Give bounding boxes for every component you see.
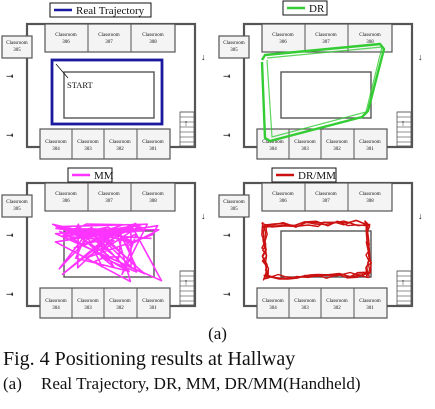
legend-label: DR/MM (298, 170, 336, 182)
side-room-block (218, 35, 250, 59)
stairs-right-box (396, 111, 412, 147)
top-rooms-block (44, 182, 176, 212)
trajectory-drmm (261, 219, 371, 280)
figure-caption-title: Fig. 4 Positioning results at Hallway (3, 348, 296, 370)
stair-up-arrow-icon: ↑ (184, 277, 189, 287)
bottom-rooms-block (39, 128, 171, 160)
bottom-rooms-block (256, 128, 388, 160)
top-rooms-block (44, 23, 176, 53)
entrance-arrow-icon: ⇥ (6, 130, 14, 140)
bottom-rooms-block (256, 287, 388, 319)
start-pointer (55, 63, 69, 79)
stair-up-arrow-icon: ↑ (401, 277, 406, 287)
stair-up-arrow-icon: ↑ (401, 118, 406, 128)
legend-box (271, 167, 337, 183)
stair-up-arrow-icon: ↑ (184, 118, 189, 128)
side-room-block (218, 194, 250, 218)
legend-label: Real Trajectory (76, 5, 145, 17)
entrance-arrow-icon: ⇥ (223, 130, 231, 140)
legend-label: MM (94, 170, 114, 182)
subfigure-label: (a) (208, 324, 227, 343)
inner-courtyard (280, 71, 372, 119)
trajectory-real (50, 58, 164, 126)
entrance-arrow-icon: ⇥ (223, 230, 231, 240)
inner-courtyard (63, 71, 155, 119)
trajectory-drmm (261, 219, 371, 280)
trajectory-mm (51, 222, 163, 283)
entrance-arrow-icon: ⇥ (6, 289, 14, 299)
caption-item-text: Real Trajectory, DR, MM, DR/MM(Handheld) (41, 374, 361, 393)
stairs-right-box (396, 270, 412, 306)
side-room-block (1, 35, 33, 59)
entrance-arrow-icon: ⇥ (6, 230, 14, 240)
trajectory-dr (260, 42, 386, 143)
stair-arrow-icon: ↓ (201, 211, 206, 221)
start-label: START (67, 80, 94, 90)
figure-caption-item: (a) Real Trajectory, DR, MM, DR/MM(Handhe… (3, 373, 361, 395)
bottom-rooms-block (39, 287, 171, 319)
top-rooms-block (261, 182, 393, 212)
trajectory-drmm (261, 220, 373, 281)
trajectory-dr-secondary (266, 46, 383, 138)
stair-arrow-icon: ↓ (418, 211, 423, 221)
entrance-arrow-icon: ⇥ (6, 71, 14, 81)
stairs-right-box (179, 270, 195, 306)
trajectory-drmm (261, 220, 372, 280)
legend-label: DR (309, 3, 325, 15)
entrance-arrow-icon: ⇥ (223, 289, 231, 299)
entrance-arrow-icon: ⇥ (223, 71, 231, 81)
stairs-right-box (179, 111, 195, 147)
caption-item-label: (a) (3, 374, 22, 393)
legend-box (49, 2, 152, 18)
stair-arrow-icon: ↓ (201, 52, 206, 62)
side-room-block (1, 194, 33, 218)
inner-courtyard (280, 230, 372, 278)
stair-arrow-icon: ↓ (418, 52, 423, 62)
top-rooms-block (261, 23, 393, 53)
